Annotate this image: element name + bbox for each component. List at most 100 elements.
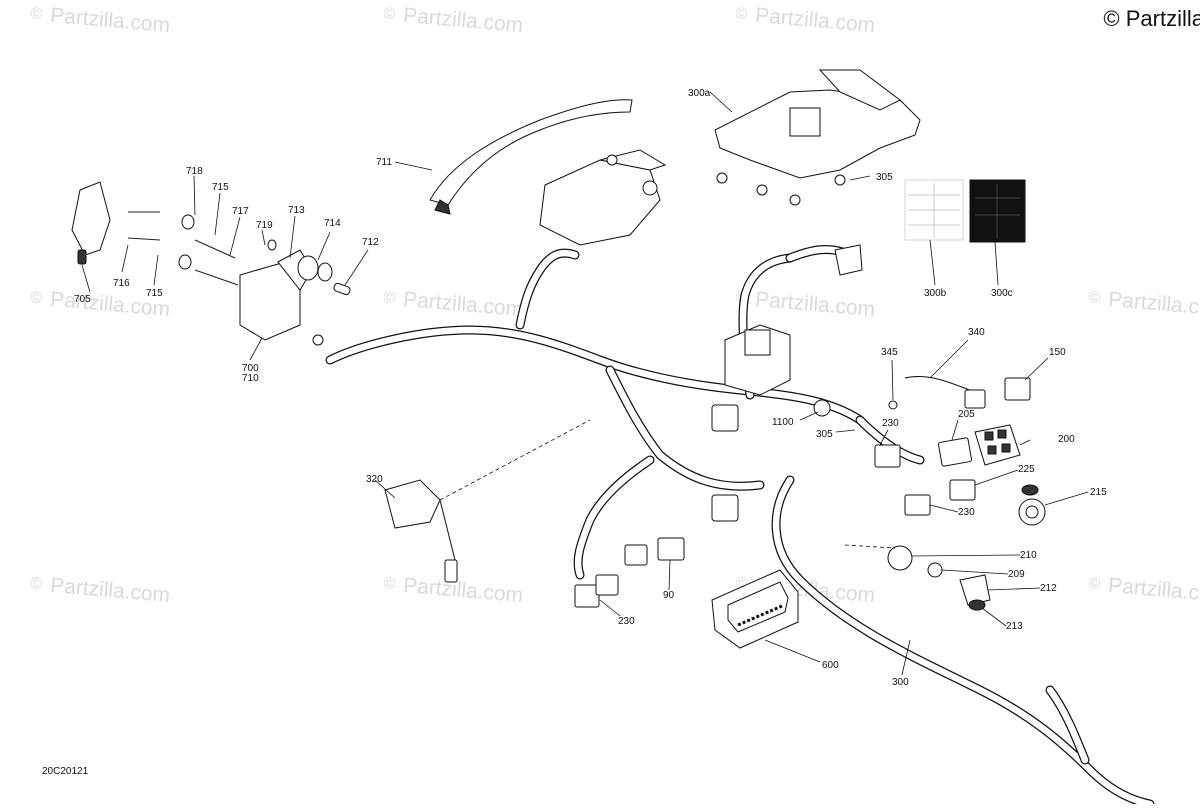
screw-305-a xyxy=(716,172,728,184)
callout-305: 305 xyxy=(816,429,833,440)
switch-210 xyxy=(887,545,913,571)
callout-230: 230 xyxy=(618,616,635,627)
washer-719 xyxy=(267,239,277,251)
callout-320: 320 xyxy=(366,474,383,485)
light-assembly xyxy=(71,181,351,346)
plug-320 xyxy=(444,559,458,583)
plug-213 xyxy=(968,599,986,611)
grommet-718 xyxy=(181,214,195,230)
lower-connectors xyxy=(384,404,739,608)
callout-600: 600 xyxy=(822,660,839,671)
callout-715: 715 xyxy=(146,288,163,299)
watermark: © Partzilla.com xyxy=(30,574,171,607)
sensor-wire-320 xyxy=(439,499,456,561)
callout-712: 712 xyxy=(362,237,379,248)
watermark: © Partzilla.com xyxy=(735,288,876,321)
callout-210: 210 xyxy=(1020,550,1037,561)
callout-345: 345 xyxy=(881,347,898,358)
callout-714: 714 xyxy=(324,218,341,229)
screw-716b xyxy=(127,237,161,241)
drawing-code: 20C20121 xyxy=(42,766,89,777)
connector-large xyxy=(711,494,739,522)
connector-340 xyxy=(964,389,986,409)
fastener-345 xyxy=(888,400,898,410)
grommet-715 xyxy=(178,254,192,270)
relay-1100 xyxy=(813,399,831,417)
screw-305-c xyxy=(789,194,801,206)
callout-300a: 300a xyxy=(688,88,711,99)
watermark-text: Partzilla.com xyxy=(754,288,876,321)
callout-716: 716 xyxy=(113,278,130,289)
callout-1100: 1100 xyxy=(772,417,794,428)
callout-150: 150 xyxy=(1049,347,1066,358)
callout-labels: 711 300a 305 718 715 717 719 713 714 712… xyxy=(74,88,1107,688)
connector-230-b xyxy=(574,584,600,608)
copyright-circle-icon: © xyxy=(30,289,43,307)
watermark: © Partzilla.com xyxy=(1088,288,1200,321)
copyright-circle-icon: © xyxy=(1088,289,1101,307)
watermark-text: Partzilla.com xyxy=(49,4,171,37)
copyright-circle-icon: © xyxy=(735,5,748,23)
copyright-notice: © Partzilla xyxy=(1103,6,1200,31)
copyright-circle-icon: © xyxy=(30,5,43,23)
nut-209 xyxy=(927,562,943,578)
callout-715: 715 xyxy=(212,182,229,193)
callout-340: 340 xyxy=(968,327,985,338)
connector-top xyxy=(834,244,863,276)
callout-215: 215 xyxy=(1090,487,1107,498)
right-components xyxy=(834,244,1046,611)
copyright-circle-icon: © xyxy=(30,575,43,593)
connector-710 xyxy=(312,334,324,346)
decal-300b xyxy=(904,179,964,241)
bracket-300a xyxy=(714,69,921,206)
socket-cap-215 xyxy=(1021,484,1039,496)
screw-305-d xyxy=(834,174,846,186)
bulb-705 xyxy=(77,249,87,265)
callout-230: 230 xyxy=(882,418,899,429)
screw-712 xyxy=(333,282,351,296)
callout-205: 205 xyxy=(958,409,975,420)
callout-225: 225 xyxy=(1018,464,1035,475)
callout-719: 719 xyxy=(256,220,273,231)
screw-305-b xyxy=(756,184,768,196)
main-harness xyxy=(325,245,1155,809)
washer-714 xyxy=(317,262,333,282)
bolt-717 xyxy=(194,239,236,259)
ecu-block xyxy=(789,107,821,137)
connector-230b xyxy=(904,494,931,516)
callout-90: 90 xyxy=(663,590,675,601)
lamp-705 xyxy=(71,181,111,256)
watermark: © Partzilla.com xyxy=(735,4,876,37)
connector-225 xyxy=(949,479,976,501)
callout-700: 700 xyxy=(242,363,259,374)
callout-300c: 300c xyxy=(991,288,1013,299)
sensor-320 xyxy=(384,479,441,529)
watermark-text: Partzilla.com xyxy=(1107,574,1200,607)
watermark-text: Partzilla.com xyxy=(49,574,171,607)
callout-718: 718 xyxy=(186,166,203,177)
callout-711: 711 xyxy=(376,157,392,168)
connector-150 xyxy=(1004,377,1031,401)
callout-717: 717 xyxy=(232,206,249,217)
watermark-text: Partzilla.com xyxy=(1107,288,1200,321)
fuse-box xyxy=(724,324,831,417)
leader-lines xyxy=(81,91,1089,676)
watermark: © Partzilla.com xyxy=(30,4,171,37)
callout-710: 710 xyxy=(242,373,259,384)
watermark: © Partzilla.com xyxy=(1088,574,1200,607)
connector-230-a xyxy=(624,544,648,566)
watermark-text: Partzilla.com xyxy=(402,288,524,321)
connector-mid xyxy=(711,404,739,432)
tail-bar-711 xyxy=(429,99,633,215)
watermark: © Partzilla.com xyxy=(383,4,524,37)
decal-300c xyxy=(969,179,1026,243)
callout-705: 705 xyxy=(74,294,91,305)
callout-213: 213 xyxy=(1006,621,1023,632)
copyright-circle-icon: © xyxy=(383,5,396,23)
watermark-text: Partzilla.com xyxy=(402,574,524,607)
switch-212 xyxy=(959,574,991,606)
rear-bracket xyxy=(539,149,667,246)
connector-230-c xyxy=(595,574,619,596)
